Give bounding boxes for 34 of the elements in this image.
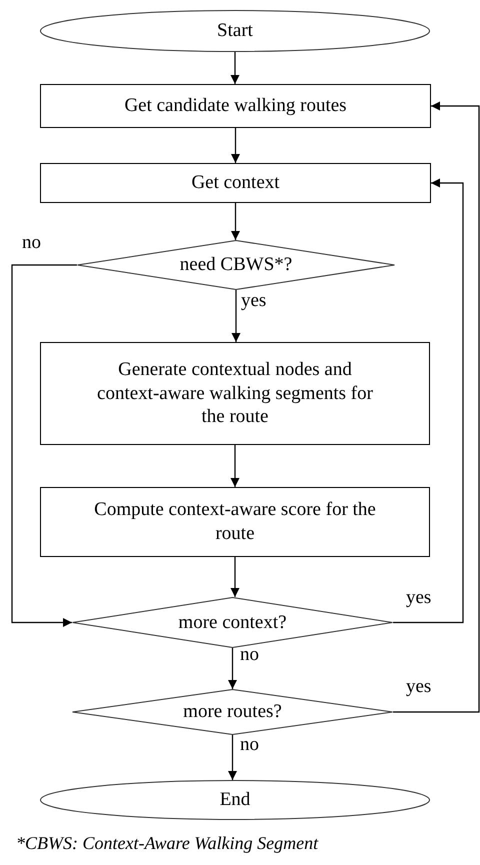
arrow	[232, 290, 240, 342]
decision-diamond	[72, 689, 393, 735]
arrow	[11, 264, 77, 627]
edge-label: no	[240, 645, 259, 664]
arrow	[231, 203, 240, 240]
node-text: Get context	[191, 171, 280, 195]
process-box	[40, 84, 431, 128]
decision-diamond	[77, 240, 395, 290]
edge-label: yes	[406, 588, 432, 607]
arrow	[228, 735, 237, 780]
process-box	[40, 487, 430, 557]
arrow	[393, 102, 480, 713]
edge-label: no	[240, 735, 259, 754]
arrow	[228, 648, 237, 689]
node-text: Start	[217, 19, 253, 43]
node-text: End	[220, 788, 250, 812]
node-text: need CBWS*?	[180, 253, 292, 277]
node-text: Get candidate walking routes	[124, 94, 347, 118]
arrow	[231, 128, 240, 163]
decision-diamond	[72, 597, 393, 648]
arrow	[230, 557, 240, 597]
node-text: Compute context-aware score for the route	[93, 498, 377, 546]
edge-label: yes	[241, 291, 266, 310]
arrow	[230, 445, 240, 487]
arrow	[230, 52, 240, 84]
edge-label: no	[22, 233, 41, 252]
process-box	[40, 342, 430, 445]
node-text: more routes?	[183, 700, 282, 724]
node-text: more context?	[178, 610, 287, 634]
arrow	[393, 178, 464, 624]
process-box	[40, 163, 431, 203]
edge-label: yes	[406, 677, 432, 696]
caption: *CBWS: Context-Aware Walking Segment	[16, 834, 318, 852]
node-text: Generate contextual nodes and context-aware walking segments for the route	[96, 358, 374, 430]
